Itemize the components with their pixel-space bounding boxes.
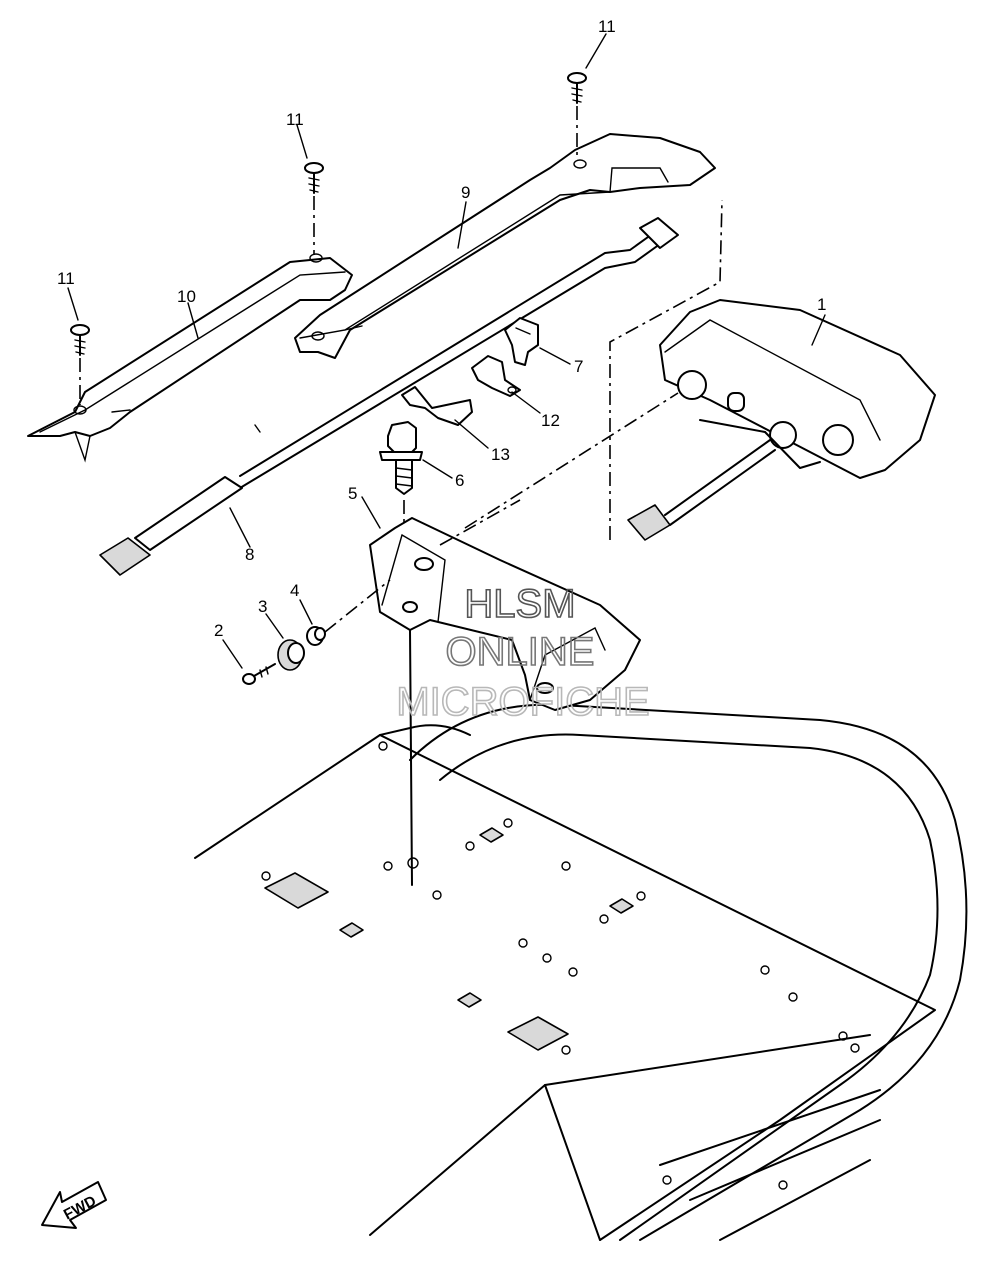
ref-number-1: 1: [817, 295, 826, 314]
part-9-right-cover[interactable]: [294, 133, 716, 359]
reference-numbers: 1 2 3 4 5 6 7 8 9 10 11 11 11 12 13: [57, 17, 826, 640]
watermark: HLSM ONLINE MICROFICHE: [396, 581, 651, 725]
frame-deck: [194, 703, 968, 1241]
part-8-wire-harness[interactable]: [99, 217, 679, 576]
leader-lines: [67, 33, 826, 669]
part-13-bracket[interactable]: [401, 386, 473, 426]
watermark-line-3: MICROFICHE: [396, 680, 649, 724]
part-3-grommet[interactable]: [277, 639, 305, 671]
part-11-screw-middle[interactable]: [304, 162, 324, 194]
watermark-line-2: ONLINE: [446, 630, 595, 674]
ref-number-7: 7: [574, 357, 583, 376]
assembly-lines: [79, 106, 679, 886]
part-11-screw-left[interactable]: [70, 324, 90, 356]
ref-number-10: 10: [177, 287, 196, 306]
part-10-left-cover[interactable]: [27, 253, 353, 463]
part-1-tail-light[interactable]: [609, 199, 936, 541]
ref-number-8: 8: [245, 545, 254, 564]
ref-number-3: 3: [258, 597, 267, 616]
ref-number-6: 6: [455, 471, 464, 490]
ref-number-13: 13: [491, 445, 510, 464]
part-11-screw-right[interactable]: [567, 72, 587, 104]
fwd-arrow-icon: FWD: [41, 1181, 107, 1229]
ref-number-2: 2: [214, 621, 223, 640]
part-12-band[interactable]: [471, 355, 521, 397]
part-7-clip[interactable]: [504, 317, 539, 366]
ref-number-9: 9: [461, 183, 470, 202]
part-2-screw[interactable]: [242, 663, 276, 685]
ref-number-4: 4: [290, 581, 299, 600]
part-4-collar[interactable]: [306, 626, 326, 646]
watermark-line-1: HLSM: [464, 582, 575, 626]
ref-number-11-middle: 11: [286, 110, 304, 129]
part-6-bolt[interactable]: [379, 421, 423, 495]
ref-number-11-left: 11: [57, 269, 75, 288]
ref-number-5: 5: [348, 484, 357, 503]
ref-number-11-right: 11: [598, 17, 616, 36]
ref-number-12: 12: [541, 411, 560, 430]
part-5-mount-bracket[interactable]: [369, 517, 641, 711]
